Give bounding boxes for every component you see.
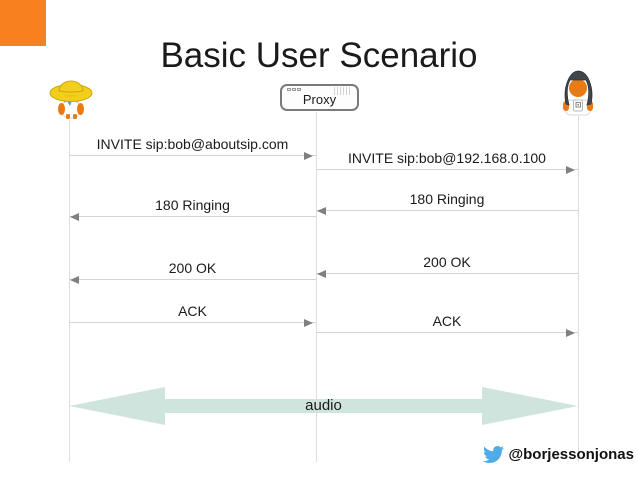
person-dark-hair-icon: [556, 70, 600, 122]
message-line: [69, 276, 316, 284]
message-label: ACK: [178, 303, 207, 319]
callee-avatar: [556, 70, 600, 123]
message-ringing-callee: 180 Ringing: [316, 187, 578, 215]
lifeline-callee: [578, 116, 579, 462]
arrowhead-left-icon: [70, 276, 79, 284]
arrowhead-left-icon: [317, 207, 326, 215]
audio-stream-arrow: [69, 387, 578, 425]
message-line: [69, 319, 316, 327]
message-line: [316, 207, 578, 215]
arrowhead-right-icon: [304, 319, 313, 327]
message-label: 200 OK: [423, 254, 471, 270]
twitter-credit: @borjessonjonas: [481, 444, 635, 465]
message-label: 180 Ringing: [409, 191, 485, 207]
message-line: [316, 166, 578, 174]
message-label: 200 OK: [168, 260, 217, 276]
message-line: [316, 329, 578, 337]
message-label: ACK: [432, 313, 462, 329]
lifeline-proxy: [316, 112, 317, 462]
accent-square: [0, 0, 46, 46]
message-line: [316, 270, 578, 278]
person-yellow-hat-icon: [47, 80, 95, 126]
message-label: INVITE sip:bob@aboutsip.com: [96, 136, 289, 152]
double-arrow-icon: [69, 387, 578, 429]
message-invite-ip: INVITE sip:bob@192.168.0.100: [316, 146, 578, 174]
message-line: [69, 152, 316, 160]
server-vent-icon: [334, 87, 352, 95]
twitter-handle: @borjessonjonas: [508, 446, 635, 463]
message-ok-caller: 200 OK: [69, 256, 316, 284]
message-invite-aboutsip: INVITE sip:bob@aboutsip.com: [69, 132, 316, 160]
message-label: 180 Ringing: [155, 197, 230, 213]
twitter-icon: [481, 444, 506, 465]
server-chips-icon: [287, 88, 301, 91]
message-ringing-caller: 180 Ringing: [69, 193, 316, 221]
arrowhead-left-icon: [70, 213, 79, 221]
caller-avatar: [47, 76, 95, 127]
arrowhead-right-icon: [566, 166, 575, 174]
message-ok-callee: 200 OK: [316, 250, 578, 278]
message-ack-caller: ACK: [69, 299, 316, 327]
audio-label: audio: [305, 397, 342, 414]
arrowhead-right-icon: [566, 329, 575, 337]
arrowhead-right-icon: [304, 152, 313, 160]
proxy-node: Proxy: [280, 84, 359, 111]
page-title: Basic User Scenario: [160, 36, 478, 75]
message-label: INVITE sip:bob@192.168.0.100: [348, 150, 546, 166]
arrowhead-left-icon: [317, 270, 326, 278]
message-line: [69, 213, 316, 221]
message-ack-callee: ACK: [316, 309, 578, 337]
lifeline-caller: [69, 120, 70, 462]
proxy-label: Proxy: [302, 92, 337, 107]
